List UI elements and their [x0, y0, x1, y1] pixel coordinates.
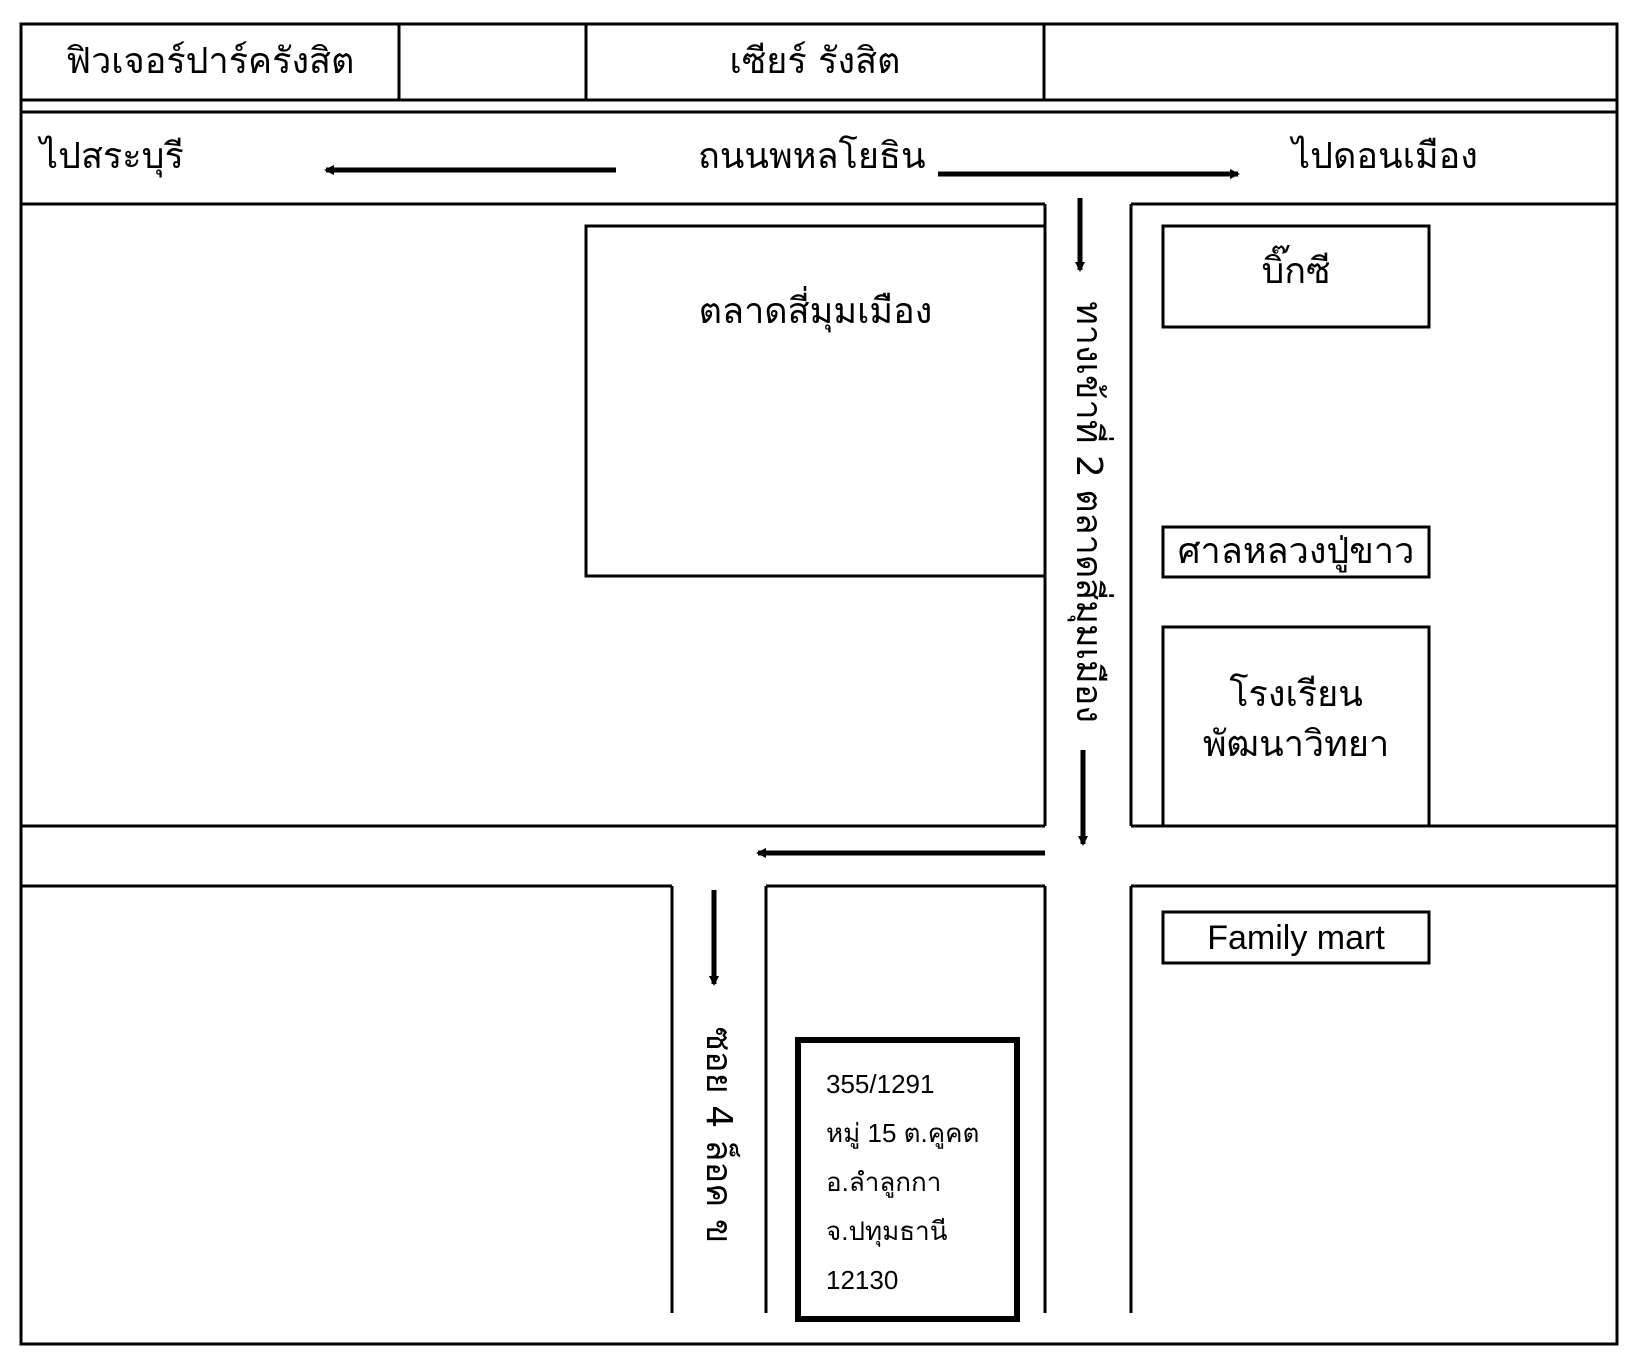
future-park-box: [19, 22, 401, 102]
big-c-label: บิ๊กซี: [1261, 251, 1331, 292]
future-park-label: ฟิวเจอร์ปาร์ครังสิต: [65, 41, 355, 82]
zeer-label: เซียร์ รังสิต: [729, 41, 901, 82]
shrine-label: ศาลหลวงปู่ขาว: [1177, 531, 1415, 572]
big-c-box: [1161, 224, 1431, 329]
address-box: [795, 1037, 1020, 1322]
address-line-3: อ.ลำลูกกา: [826, 1167, 942, 1197]
market-box: [584, 224, 1047, 578]
address-line-5: 12130: [826, 1265, 899, 1295]
to-don-mueang-label: ไปดอนเมือง: [1292, 136, 1478, 177]
address-line-4: จ.ปทุมธานี: [826, 1216, 948, 1246]
address-text: 355/1291 หมู่ 15 ต.คูคต อ.ลำลูกกา จ.ปทุม…: [826, 1060, 979, 1305]
address-line-1: 355/1291: [826, 1069, 935, 1099]
family-mart-label: Family mart: [1207, 918, 1385, 957]
market-label: ตลาดสี่มุมเมือง: [698, 291, 933, 332]
school-label: โรงเรียน พัฒนาวิทยา: [1164, 670, 1428, 770]
entrance-2-label: ทางเข้าที่ 2 ตลาดสี่มุมเมือง: [1068, 301, 1109, 723]
address-line-2: หมู่ 15 ต.คูคต: [826, 1118, 980, 1148]
zeer-box: [584, 22, 1046, 102]
soi-label: ซอย 4 ล็อค ข: [698, 1026, 739, 1244]
family-mart-box: [1161, 910, 1431, 965]
to-saraburi-label: ไปสระบุรี: [40, 136, 184, 177]
shrine-box: [1161, 525, 1431, 579]
school-label-line-2: พัฒนาวิทยา: [1202, 724, 1390, 765]
school-box: [1161, 625, 1431, 826]
main-road-label: ถนนพหลโยธิน: [698, 136, 926, 177]
school-label-line-1: โรงเรียน: [1229, 674, 1363, 715]
